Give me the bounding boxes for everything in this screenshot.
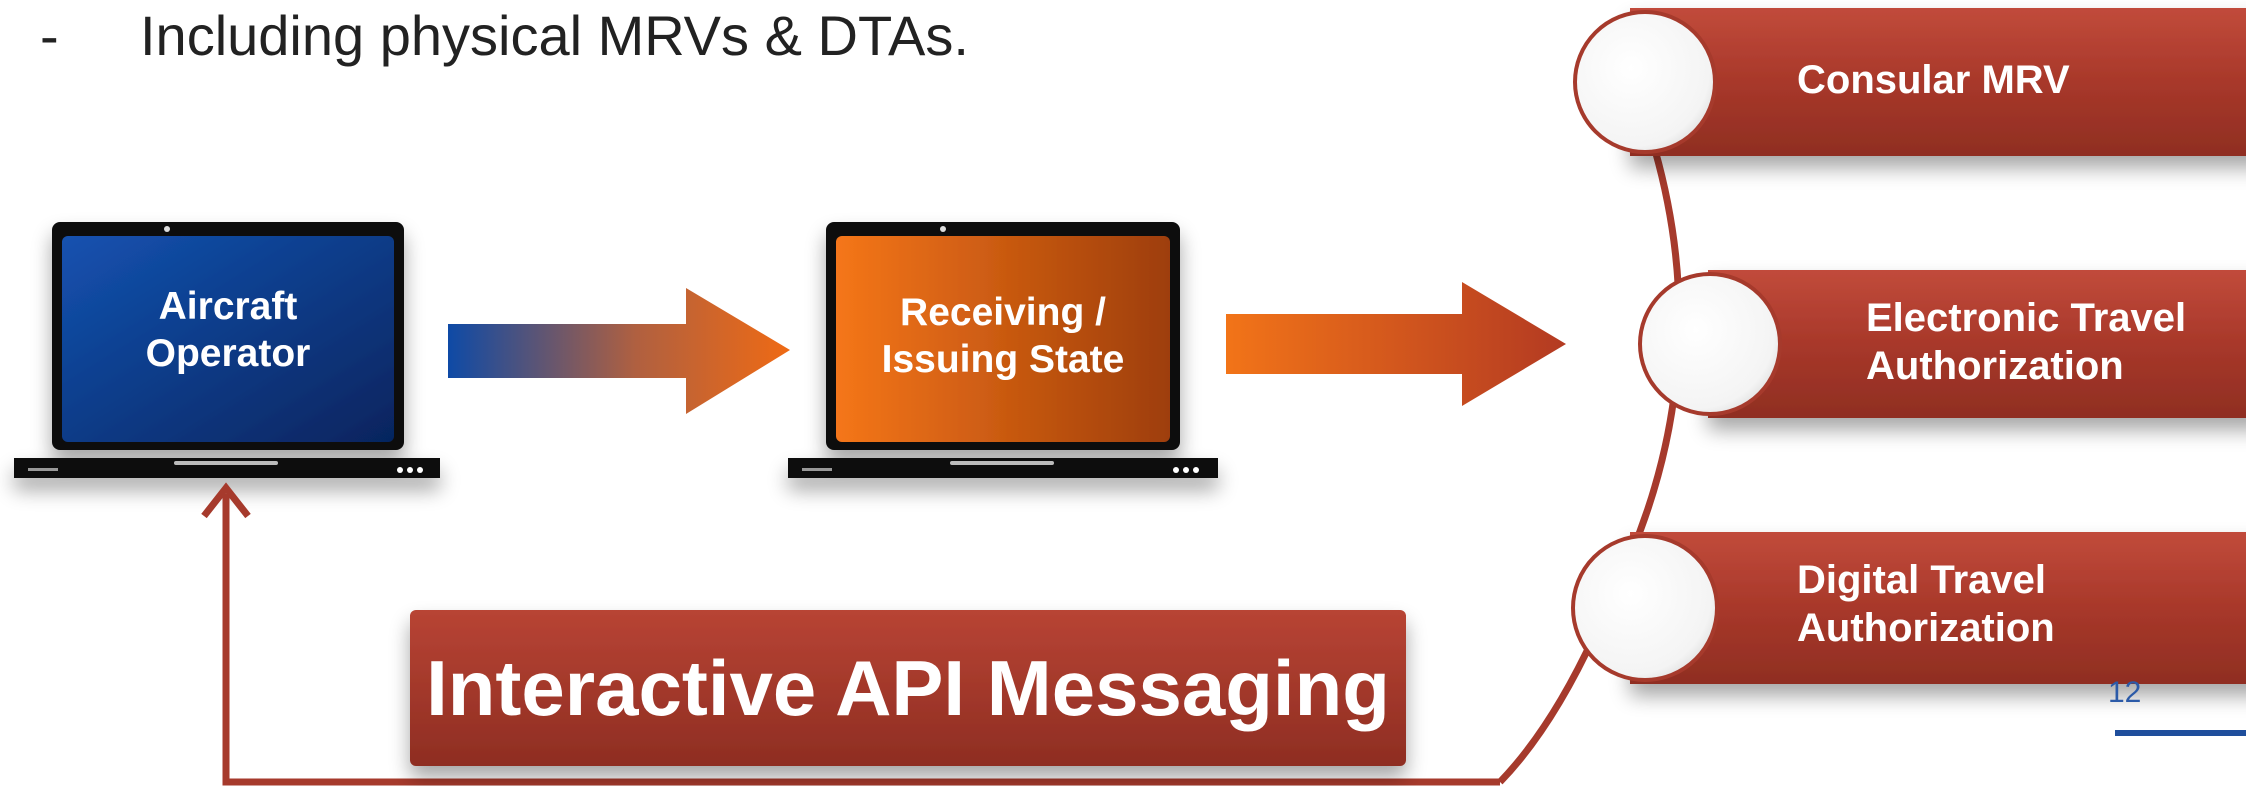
laptop-receiving-state <box>788 222 1218 478</box>
bullet-point: - Including physical MRVs & DTAs. <box>40 0 969 70</box>
label-line: Aircraft <box>158 285 298 328</box>
banner-box <box>410 610 1406 766</box>
laptop-aircraft-operator <box>14 222 440 478</box>
option-consular-mrv <box>1573 8 2246 156</box>
laptop-screen-blue <box>62 236 394 442</box>
option-circle-3 <box>1571 534 1719 682</box>
feedback-arrow-head <box>201 482 251 519</box>
option-circle-2 <box>1638 272 1782 416</box>
label-line: Operator <box>145 331 311 375</box>
feedback-loop-line <box>222 494 1500 786</box>
option-digital-travel-authorization <box>1571 532 2246 684</box>
page-number: 12 <box>2108 676 2142 709</box>
page-number-underline <box>2115 730 2246 736</box>
label-line: Authorization <box>1866 344 2124 388</box>
arrow-right-1 <box>448 288 790 414</box>
label-line: Digital Travel <box>1797 558 2046 602</box>
option-circle-1 <box>1573 10 1717 154</box>
bullet-marker: - <box>40 3 59 67</box>
laptop-screen-orange <box>836 236 1170 442</box>
label-line: Issuing State <box>881 337 1125 381</box>
option-label-digital-travel-authorization: Digital Travel Authorization <box>1797 556 2177 652</box>
label-line: Consular MRV <box>1797 58 2070 102</box>
label-line: Receiving / <box>900 291 1106 334</box>
bullet-text: Including physical MRVs & DTAs. <box>140 3 969 67</box>
laptop-label-aircraft-operator: Aircraft Operator <box>62 284 394 378</box>
arrow-right-2 <box>1226 282 1566 406</box>
label-line: Authorization <box>1797 606 2055 650</box>
option-label-consular-mrv: Consular MRV <box>1797 56 2217 104</box>
banner-label: Interactive API Messaging <box>426 643 1390 732</box>
label-line: Electronic Travel <box>1866 296 2187 340</box>
option-electronic-travel-authorization <box>1638 270 2246 418</box>
laptop-label-receiving-state: Receiving / Issuing State <box>836 290 1170 384</box>
connector-arc <box>1497 149 1683 785</box>
option-label-electronic-travel-authorization: Electronic Travel Authorization <box>1866 294 2246 390</box>
